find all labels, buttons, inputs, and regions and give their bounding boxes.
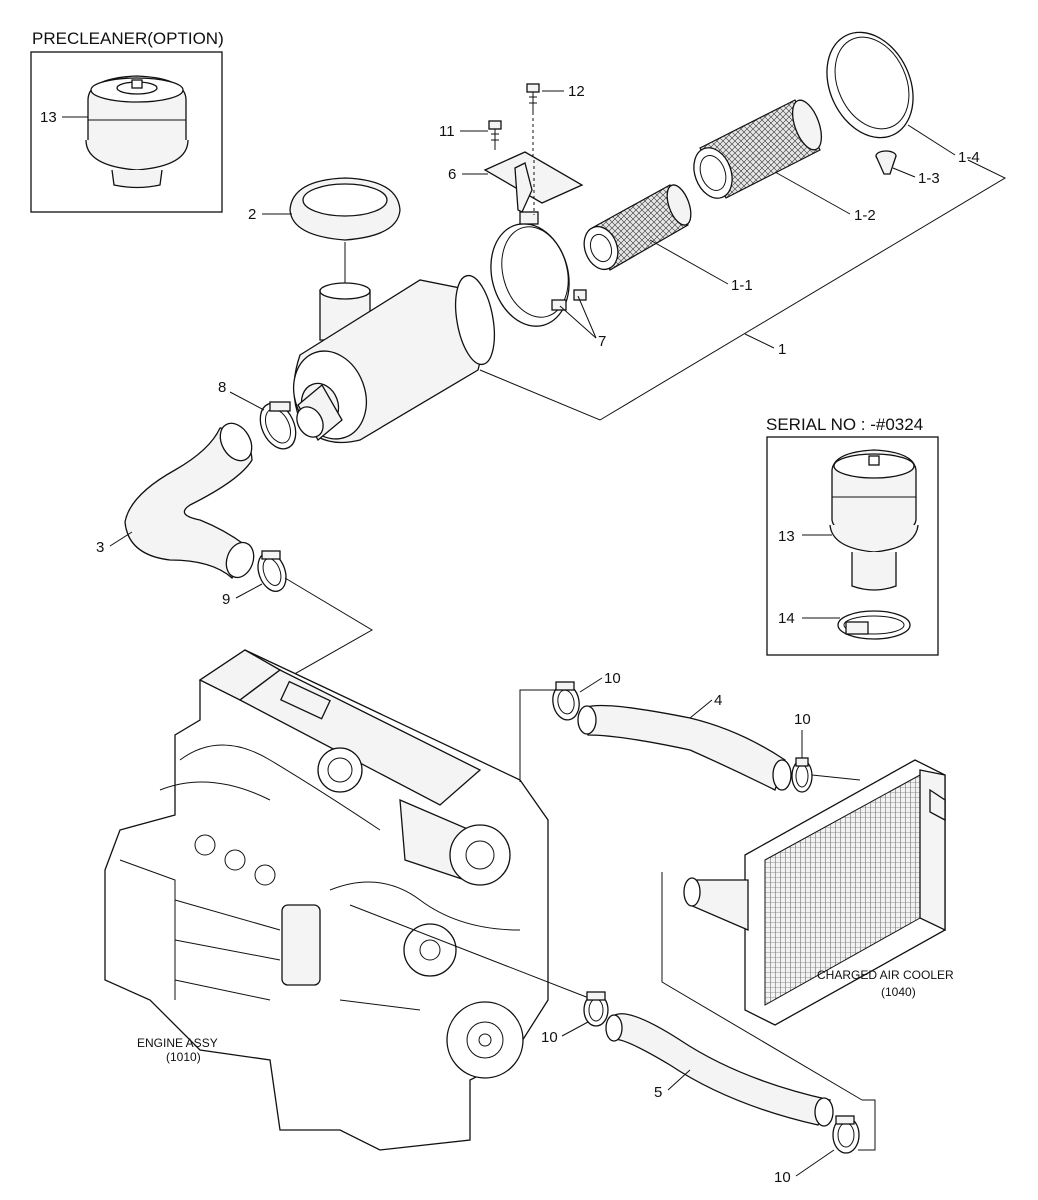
callout-1-1: 1-1 — [731, 277, 753, 294]
serial-inset-frame — [766, 436, 939, 656]
leader-9 — [235, 583, 263, 599]
engine-assy-name: ENGINE ASSY — [137, 1036, 218, 1050]
hose-5-bracket-line — [858, 1099, 876, 1151]
precleaner-option-drawing — [85, 75, 189, 189]
leader-1 — [744, 333, 775, 349]
callout-12: 12 — [568, 83, 585, 100]
callout-1-4: 1-4 — [958, 149, 980, 166]
clamp-10-lower-left — [583, 991, 609, 1027]
hose-4 — [577, 704, 792, 791]
bolt-12 — [526, 83, 540, 112]
leader-8 — [229, 391, 265, 411]
cooler-name: CHARGED AIR COOLER — [817, 968, 954, 982]
leader-7b — [577, 295, 597, 339]
clamp-10-upper-right — [791, 757, 813, 793]
mounting-band — [490, 211, 587, 327]
intake-hose-group: 8 3 9 — [96, 379, 373, 723]
callout-7: 7 — [598, 333, 606, 350]
precleaner-inset-title: PRECLEANER(OPTION) — [32, 29, 224, 48]
hose-4-bracket-line — [519, 689, 555, 782]
callout-13-precleaner: 13 — [40, 109, 57, 126]
engine-assy-code: (1010) — [166, 1050, 201, 1064]
callout-1: 1 — [778, 341, 786, 358]
leader-10-lower-right — [795, 1149, 835, 1177]
callout-3: 3 — [96, 539, 104, 556]
leader-1-2 — [774, 171, 851, 215]
clamp-10-upper-left — [552, 681, 580, 721]
serial-inset-title: SERIAL NO : -#0324 — [766, 415, 923, 434]
hose-5-engine-line — [349, 904, 595, 1001]
leader-1-3 — [892, 167, 916, 178]
leader-10-lower-left — [561, 1021, 589, 1037]
outer-filter-element — [693, 99, 823, 199]
leader-5 — [667, 1069, 691, 1091]
air-cleaner-body — [293, 274, 496, 444]
hose-5 — [605, 1013, 834, 1127]
cooler-bracket-line — [661, 872, 863, 1101]
precleaner-inset-frame — [30, 51, 223, 213]
callout-10-upper-left: 10 — [604, 670, 621, 687]
callout-13-serial: 13 — [778, 528, 795, 545]
cooler-code: (1040) — [881, 985, 916, 999]
intake-hose-3 — [124, 422, 255, 580]
callout-1-2: 1-2 — [854, 207, 876, 224]
clamp-14 — [837, 610, 911, 640]
cooler-link-line — [811, 774, 861, 781]
callout-6: 6 — [448, 166, 456, 183]
callout-9: 9 — [222, 591, 230, 608]
callout-8: 8 — [218, 379, 226, 396]
hose-4-group: 10 4 10 — [519, 670, 813, 793]
bolt-11 — [488, 120, 502, 150]
air-cleaner-assembly: 2 7 6 — [248, 31, 1007, 444]
assembly-bracket-line — [479, 159, 1007, 421]
charged-air-cooler-drawing — [683, 759, 946, 1026]
clamp-10-lower-right — [832, 1115, 860, 1154]
callout-10-upper-right: 10 — [794, 711, 811, 728]
air-cleaner-cover — [826, 31, 914, 139]
dust-valve — [875, 150, 897, 175]
leader-1-1 — [649, 239, 729, 285]
callout-10-lower-left: 10 — [541, 1029, 558, 1046]
leader-3 — [109, 531, 133, 547]
clamp-8 — [259, 401, 297, 450]
serial-number-inset: SERIAL NO : -#0324 13 14 — [766, 415, 939, 656]
precleaner-serial-drawing — [829, 449, 919, 591]
leader-7a — [559, 305, 597, 339]
callout-2: 2 — [248, 206, 256, 223]
callout-14: 14 — [778, 610, 795, 627]
callout-1-3: 1-3 — [918, 170, 940, 187]
callout-11: 11 — [439, 123, 455, 140]
leader-10-upper-left — [579, 677, 603, 693]
clamp-9 — [257, 550, 287, 592]
callout-5: 5 — [654, 1084, 662, 1101]
leader-1-4 — [907, 124, 956, 156]
callout-10-lower-right: 10 — [774, 1169, 791, 1186]
hose-5-group: 10 5 10 — [349, 904, 876, 1186]
air-cleaner-cap — [289, 177, 401, 241]
mounting-bracket — [483, 151, 584, 215]
callout-4: 4 — [714, 692, 722, 709]
leader-4 — [689, 699, 713, 719]
precleaner-option-inset: PRECLEANER(OPTION) 13 — [30, 29, 224, 213]
inner-filter-element — [583, 184, 692, 271]
engine-assy-drawing — [104, 649, 549, 1151]
